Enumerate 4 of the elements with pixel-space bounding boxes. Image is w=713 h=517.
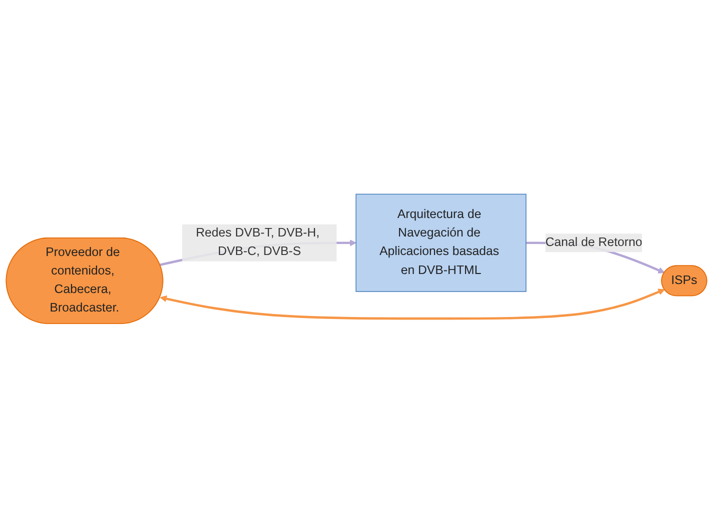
edge-label: Redes DVB-T, DVB-H, DVB-C, DVB-S [196,226,320,258]
arrow [160,288,665,320]
edge-label: Canal de Retorno [545,236,642,249]
node-box: Arquitectura de Navegación de Aplicaciones basadas en DVB-HTML [356,193,526,292]
